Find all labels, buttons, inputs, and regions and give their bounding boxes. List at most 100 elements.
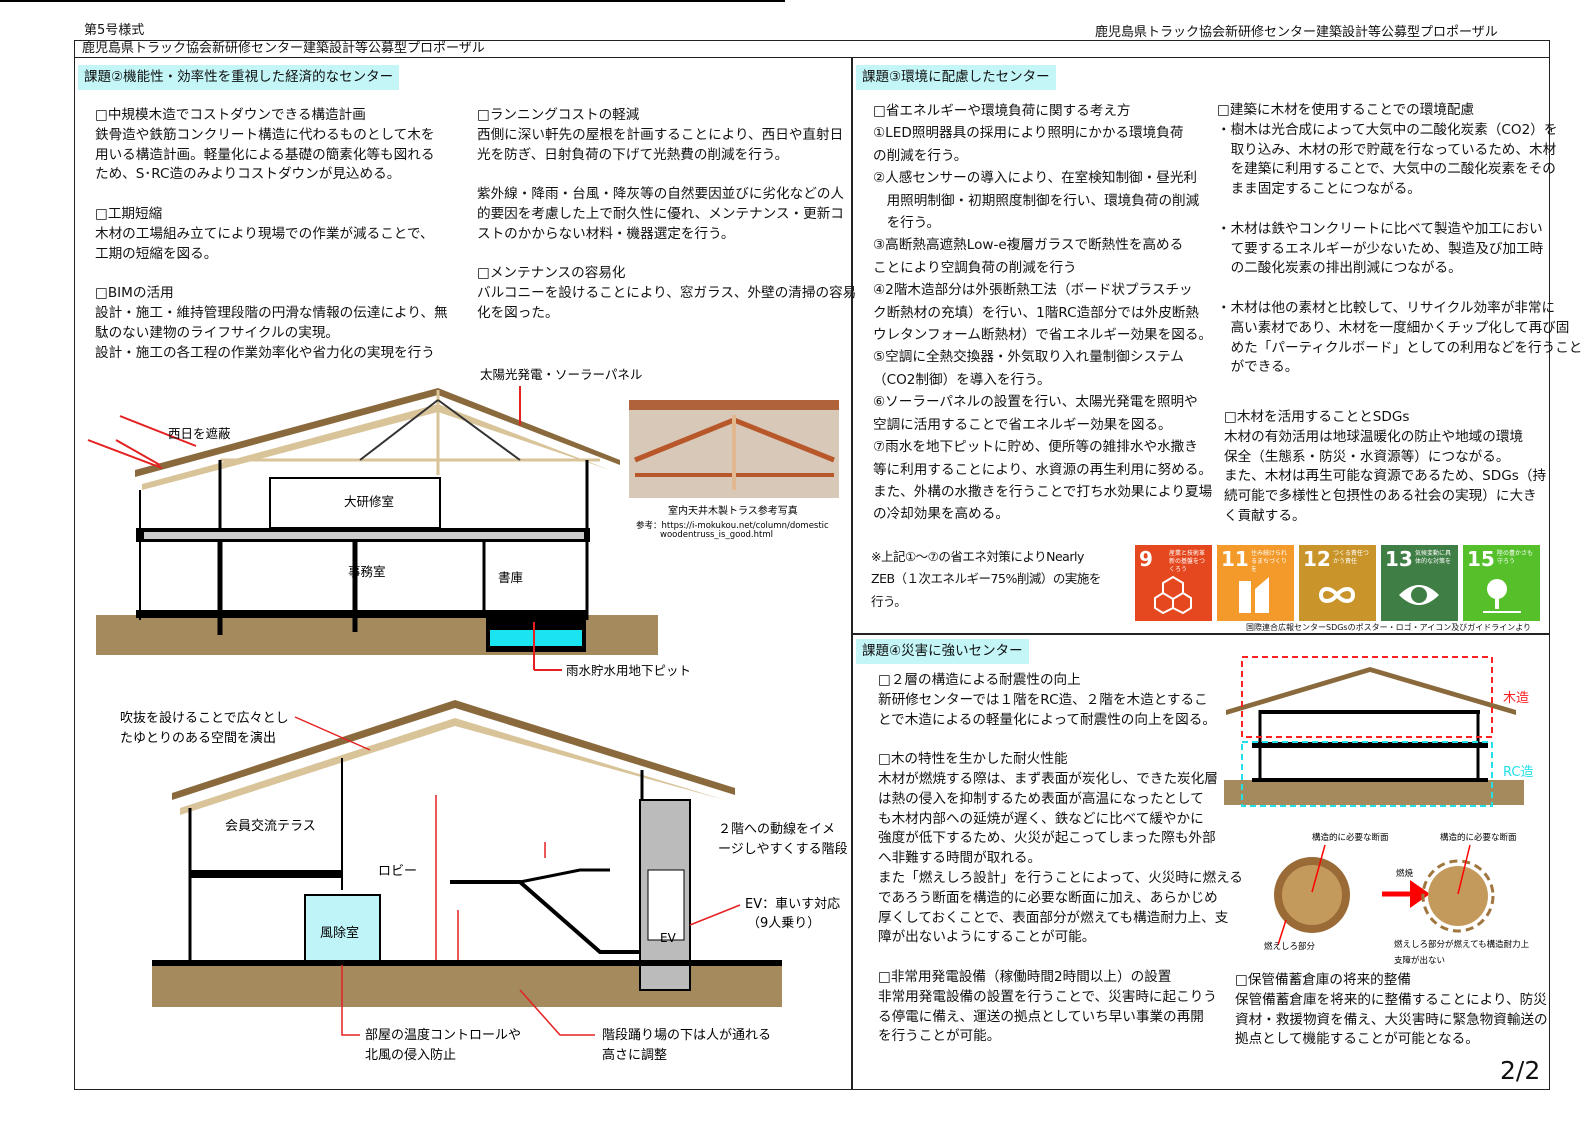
text-line: めた「パーティクルボード」としての利用などを行うこと <box>1217 339 1583 356</box>
text-line: また、木材は再生可能な資源であるため、SDGs（持 <box>1224 468 1547 485</box>
sdg-label: 陸の豊かさも守ろう <box>1497 550 1534 565</box>
sdgs-credit: 国際連合広報センターSDGsのポスター・ロゴ・アイコン及びガイドラインより <box>1246 623 1532 632</box>
sdg-number: 11 <box>1221 547 1249 571</box>
form-number: 第5号様式 <box>84 23 145 38</box>
sdg-label: 気候変動に具体的な対策を <box>1415 550 1452 565</box>
text-line: 設計・施工の各工程の作業効率化や省力化の実現を行う <box>95 344 435 361</box>
spacer <box>95 185 448 205</box>
section-title-function: 課題②機能性・効率性を重視した経済的なセンター <box>78 65 400 90</box>
label-temp-1: 部屋の温度コントロールや <box>365 1027 521 1043</box>
block-heading: □保管備蓄倉庫の将来的整備 <box>1235 972 1411 988</box>
text-line: 駄のない建物のライフサイクルの実現。 <box>95 324 340 341</box>
label-required-1: 構造的に必要な断面 <box>1312 832 1389 843</box>
text-line: ④2階木造部分は外張断熱工法（ボード状プラスチッ <box>873 282 1193 299</box>
label-atrium-1: 吹抜を設けることで広々とし <box>120 710 289 726</box>
section-title-disaster: 課題④災害に強いセンター <box>856 639 1029 664</box>
text-line: 行う。 <box>871 593 907 609</box>
section-drawing-2: 吹抜を設けることで広々とし たゆとりのある空間を演出 会員交流テラス ロビー ２… <box>120 700 848 1063</box>
block-heading: □建築に木材を使用することでの環境配慮 <box>1217 102 1475 118</box>
roof <box>135 388 620 477</box>
text-line: 用いる構造計画。軽量化による基礎の簡素化等も図れる <box>95 146 435 163</box>
text-line: る停電に備え、運送の拠点としていち早い事業の再開 <box>878 1008 1204 1025</box>
label-hall: 大研修室 <box>344 494 394 509</box>
text-line: ③高断熱高遮熱Low-e複層ガラスで断熱性を高める <box>873 237 1184 254</box>
wood-env-text: □建築に木材を使用することでの環境配慮・樹木は光合成によって大気中の二酸化炭素（… <box>1217 101 1582 378</box>
photo-caption: 室内天井木製トラス参考写真 <box>668 504 798 517</box>
label-stairs-1: ２階への動線をイメ <box>718 821 835 837</box>
top-rule <box>0 0 785 2</box>
tree-icon <box>1483 579 1521 613</box>
text-line: を行うことが可能。 <box>878 1028 1001 1045</box>
spacer <box>878 730 1243 750</box>
sdg-number: 12 <box>1303 547 1331 571</box>
label-burn: 燃焼 <box>1396 868 1414 879</box>
text-line: 化を図った。 <box>477 304 559 321</box>
stairs <box>450 880 640 954</box>
text-line: ⑤空調に全熱交換器・外気取り入れ量制御システム <box>873 349 1184 366</box>
text-line: ⑦雨水を地下ピットに貯め、便所等の雑排水や水撒き <box>873 439 1198 456</box>
text-line: 資材・救援物資を備え、大災害時に緊急物資輸送の <box>1235 1011 1548 1028</box>
cubes-icon <box>1154 575 1192 615</box>
text-line: 非常用発電設備の設置を行うことで、災害時に起こりう <box>878 988 1217 1005</box>
wood-zone <box>1241 656 1493 738</box>
sdg-number: 13 <box>1385 547 1413 571</box>
text-line: ができる。 <box>1217 359 1299 376</box>
section-drawing-1: 太陽光発電・ソーラーパネル 西日を遮蔽 大研修室 事務室 書庫 雨水貯水用地下ピ… <box>87 367 839 678</box>
text-line: 工期の短縮を図る。 <box>95 245 218 262</box>
text-line: 新研修センターでは１階をRC造、２階を木造とするこ <box>878 691 1208 708</box>
text-line: を行う。 <box>873 215 941 232</box>
label-solar: 太陽光発電・ソーラーパネル <box>480 367 642 382</box>
text-line: 保管備蓄倉庫を将来的に整備することにより、防災 <box>1235 991 1547 1008</box>
sdg-label: 住み続けられるまちづくりを <box>1251 550 1288 573</box>
label-terrace: 会員交流テラス <box>225 818 316 834</box>
text-line: ・木材は他の素材と比較して、リサイクル効率が非常に <box>1217 299 1556 316</box>
rc-zone <box>1241 741 1493 807</box>
text-line: の二酸化炭素の排出削減につながる。 <box>1217 260 1462 277</box>
text-line: 紫外線・降雨・台風・降灰等の自然要因並びに劣化などの人 <box>477 186 845 203</box>
ref-prefix: 参考： <box>636 520 662 531</box>
block-heading: □ランニングコストの軽減 <box>477 107 640 123</box>
label-archive: 書庫 <box>498 570 523 585</box>
left-col2-text: □ランニングコストの軽減西側に深い軒先の屋根を計画することにより、西日や直射日光… <box>477 106 856 324</box>
text-line: ②人感センサーの導入により、在室検知制御・昼光利 <box>873 170 1198 187</box>
label-after-1: 燃えしろ部分が燃えても構造耐力上 <box>1394 939 1530 950</box>
block-heading: □中規模木造でコストダウンできる構造計画 <box>95 107 366 123</box>
text-line: 光を防ぎ、日射負荷の下げて光熱費の削減を行う。 <box>477 146 789 163</box>
spacer <box>1217 279 1582 299</box>
text-line: であろう断面を構造的に必要な断面に加え、あらかじめ <box>878 889 1218 906</box>
block-heading: □メンテナンスの容易化 <box>477 265 626 282</box>
section-divider <box>851 633 1550 635</box>
label-landing-1: 階段踊り場の下は人が通れる <box>602 1028 771 1043</box>
text-line: 西側に深い軒先の屋根を計画することにより、西日や直射日 <box>477 126 844 143</box>
text-line: ため、S･RC造のみよりコストダウンが見込める。 <box>95 166 401 183</box>
text-line: ①LED照明器具の採用により照明にかかる環境負荷 <box>873 125 1184 142</box>
text-line: バルコニーを設けることにより、窓ガラス、外壁の清掃の容易 <box>477 285 857 302</box>
infinity-icon <box>1318 587 1356 603</box>
eye-globe-icon <box>1399 585 1439 605</box>
spacer <box>878 948 1243 968</box>
text-line: 続可能で多様性と包摂性のある社会の実現）に大き <box>1224 488 1537 505</box>
text-line: ク断熱材の充填）を行い、1階RC造部分では外皮断熱 <box>873 304 1199 321</box>
section-title-environment: 課題③環境に配慮したセンター <box>856 65 1056 90</box>
block-heading: □木の特性を生かした耐火性能 <box>878 751 1068 768</box>
sun-arrow <box>115 439 161 466</box>
label-ev-1: EV：車いす対応 <box>745 897 840 912</box>
text-line: 鉄骨造や鉄筋コンクリート構造に代わるものとして木を <box>95 126 435 143</box>
text-line: （CO2制御）を導入を行う。 <box>873 371 1051 388</box>
ref-url-1: https://i-mokukou.net/column/domestic <box>662 521 830 531</box>
text-line: も木材内部への延焼が遅く、鉄などに比べて緩やかに <box>878 810 1204 827</box>
text-line: 木材の有効活用は地球温暖化の防止や地域の環境 <box>1224 428 1524 445</box>
text-line: 設計・施工・維持管理段階の円滑な情報の伝達により、無 <box>95 304 448 321</box>
text-line: ⑥ソーラーパネルの設置を行い、太陽光発電を照明や <box>873 394 1198 411</box>
sdg-label: つくる責任つかう責任 <box>1333 550 1369 565</box>
text-line: 等に利用することにより、水資源の再生利用に努める。 <box>873 461 1213 478</box>
text-line: また、外構の水撒きを行うことで打ち水効果により夏場 <box>873 483 1213 500</box>
block-heading: □BIMの活用 <box>95 285 174 302</box>
text-line: ことにより空調負荷の削減を行う <box>873 259 1077 276</box>
text-line: ・樹木は光合成によって大気中の二酸化炭素（CO2）を <box>1217 121 1558 138</box>
